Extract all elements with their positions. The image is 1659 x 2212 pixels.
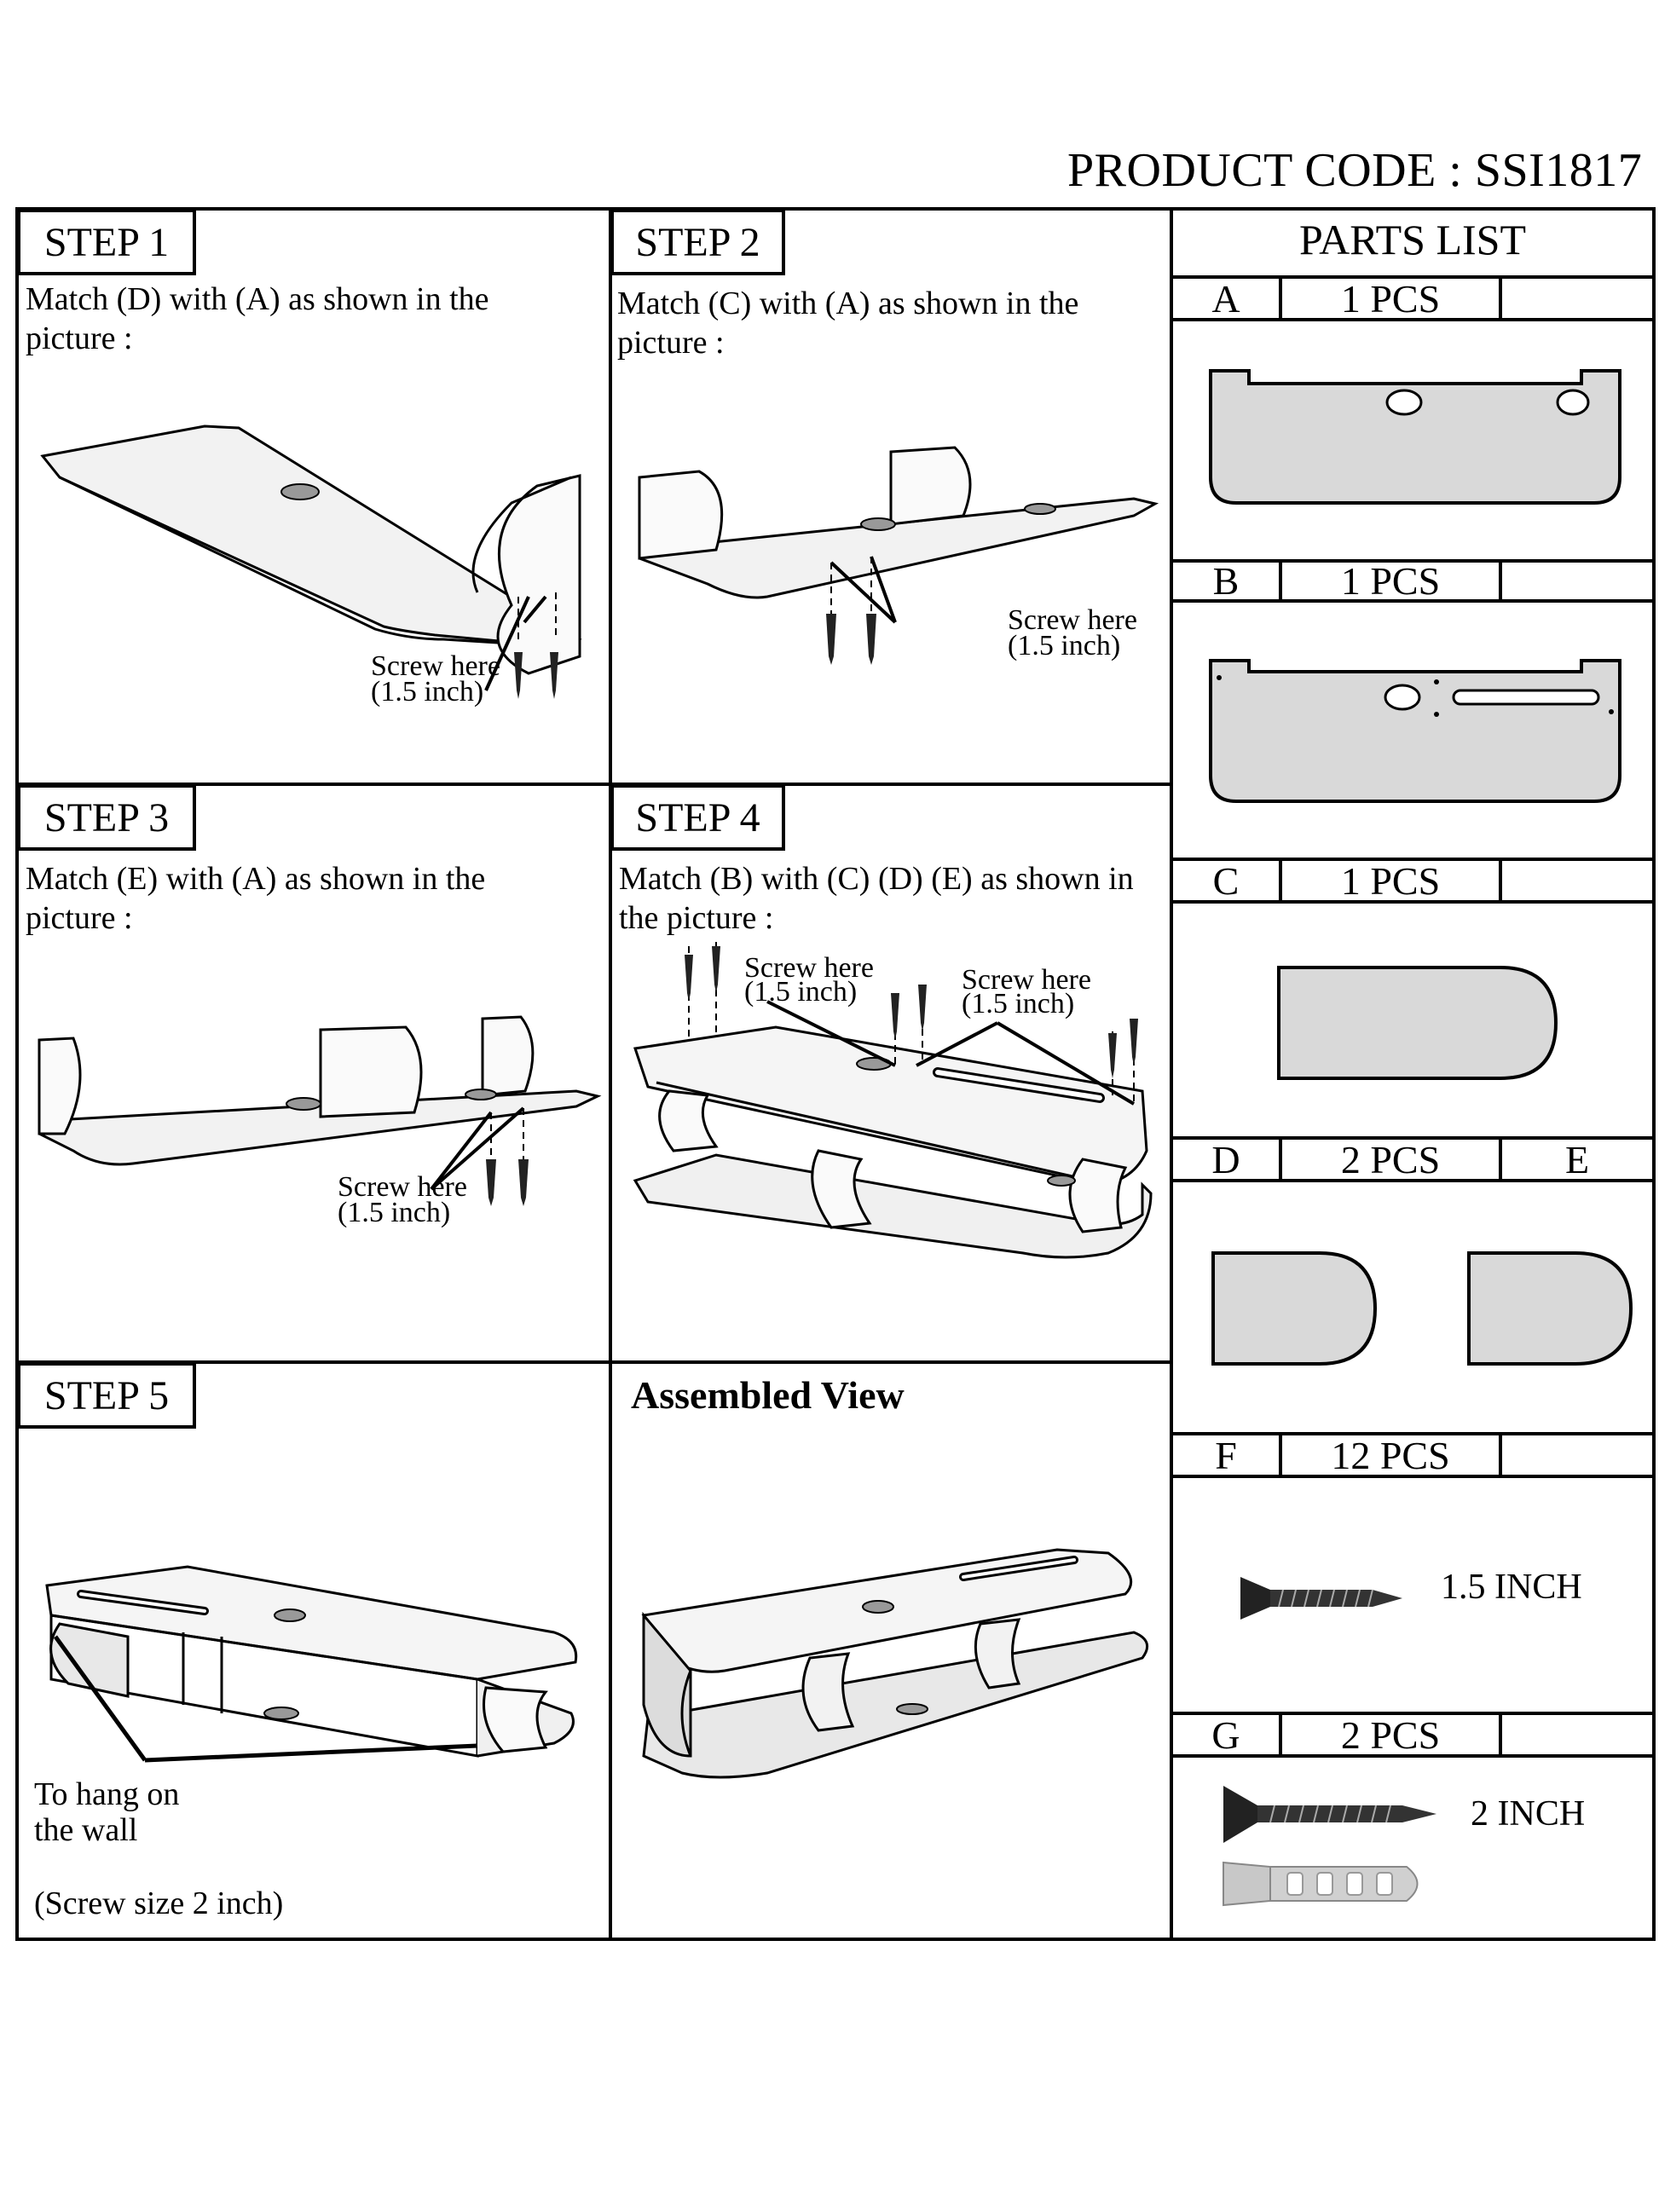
step-4-screw-label-3: Screw here xyxy=(962,964,1091,996)
step-4-screw-label-1: Screw here xyxy=(744,952,874,984)
screw-icon xyxy=(918,985,927,1031)
part-e-drawing xyxy=(1467,1251,1633,1366)
step-1-screw-label-1: Screw here xyxy=(371,650,500,682)
outer-frame xyxy=(15,207,1656,1941)
step-3-label: STEP 3 xyxy=(17,784,196,851)
step-1-label: STEP 1 xyxy=(17,209,196,275)
step-5-hang-line-2: the wall xyxy=(34,1812,138,1848)
step-2-instruction: Match (C) with (A) as shown in the pictu… xyxy=(617,286,1079,361)
part-g-qty: 2 PCS xyxy=(1340,1712,1441,1757)
screw-icon xyxy=(486,1159,496,1206)
part-d-drawing xyxy=(1211,1251,1378,1366)
part-c-drawing xyxy=(1277,966,1558,1080)
step-3-instruction: Match (E) with (A) as shown in the pictu… xyxy=(26,861,486,936)
part-c-qty: 1 PCS xyxy=(1340,858,1441,903)
part-f-qty: 12 PCS xyxy=(1331,1433,1450,1477)
part-b-drawing xyxy=(1209,659,1621,803)
part-d-qty: 2 PCS xyxy=(1340,1137,1441,1181)
screw-icon xyxy=(518,1159,529,1206)
wall-plug-icon xyxy=(1223,1861,1419,1907)
screw-icon xyxy=(550,652,558,699)
screw-icon xyxy=(514,652,523,699)
step-1-instruction: Match (D) with (A) as shown in the pictu… xyxy=(26,281,489,356)
step-2-illustration xyxy=(638,446,1159,665)
screw-icon xyxy=(866,614,876,665)
step-3-illustration xyxy=(38,1015,602,1206)
step-4-instruction: Match (B) with (C) (D) (E) as shown in t… xyxy=(619,861,1134,936)
product-code: PRODUCT CODE : SSI1817 xyxy=(1067,144,1643,197)
screw-1-5-inch-icon xyxy=(1240,1577,1402,1620)
screw-icon xyxy=(685,955,693,1002)
step-3-screw-label-1: Screw here xyxy=(338,1171,467,1203)
screw-icon xyxy=(1108,1033,1117,1078)
step-5-hang-line-1: To hang on xyxy=(34,1776,180,1812)
step-4-screw-label-4: (1.5 inch) xyxy=(962,988,1075,1019)
part-b-letter: B xyxy=(1212,559,1240,603)
assembled-view-title: Assembled View xyxy=(631,1373,905,1417)
part-f-letter: F xyxy=(1215,1433,1237,1477)
screw-icon xyxy=(891,993,899,1040)
part-a-drawing xyxy=(1209,369,1621,505)
part-c-letter: C xyxy=(1212,858,1240,903)
assembled-view-illustration xyxy=(641,1548,1149,1779)
part-e-letter: E xyxy=(1564,1137,1590,1181)
screw-2-inch-icon xyxy=(1223,1786,1436,1843)
part-a-letter: A xyxy=(1211,276,1240,321)
step-2-screw-label-1: Screw here xyxy=(1008,604,1137,636)
screw-icon xyxy=(712,946,720,993)
step-1-illustration xyxy=(40,424,582,699)
step-5-label: STEP 5 xyxy=(17,1362,196,1429)
parts-list-title: PARTS LIST xyxy=(1298,216,1527,263)
step-4-illustration xyxy=(633,942,1153,1259)
step-4-screw-label-2: (1.5 inch) xyxy=(744,976,858,1008)
part-b-qty: 1 PCS xyxy=(1340,559,1441,603)
screw-icon xyxy=(1130,1019,1138,1066)
part-g-size: 2 INCH xyxy=(1471,1794,1586,1834)
step-3-screw-label-2: (1.5 inch) xyxy=(338,1197,451,1228)
step-5-screw-size: (Screw size 2 inch) xyxy=(34,1886,284,1921)
step-5-illustration xyxy=(45,1565,578,1763)
part-f-size: 1.5 INCH xyxy=(1441,1568,1582,1607)
part-d-letter: D xyxy=(1211,1137,1240,1181)
step-2-label: STEP 2 xyxy=(610,209,785,275)
screw-icon xyxy=(826,614,836,665)
part-g-letter: G xyxy=(1211,1712,1240,1757)
step-2-screw-label-2: (1.5 inch) xyxy=(1008,630,1121,661)
part-a-qty: 1 PCS xyxy=(1340,276,1441,321)
step-4-label: STEP 4 xyxy=(610,784,785,851)
step-1-screw-label-2: (1.5 inch) xyxy=(371,676,484,707)
